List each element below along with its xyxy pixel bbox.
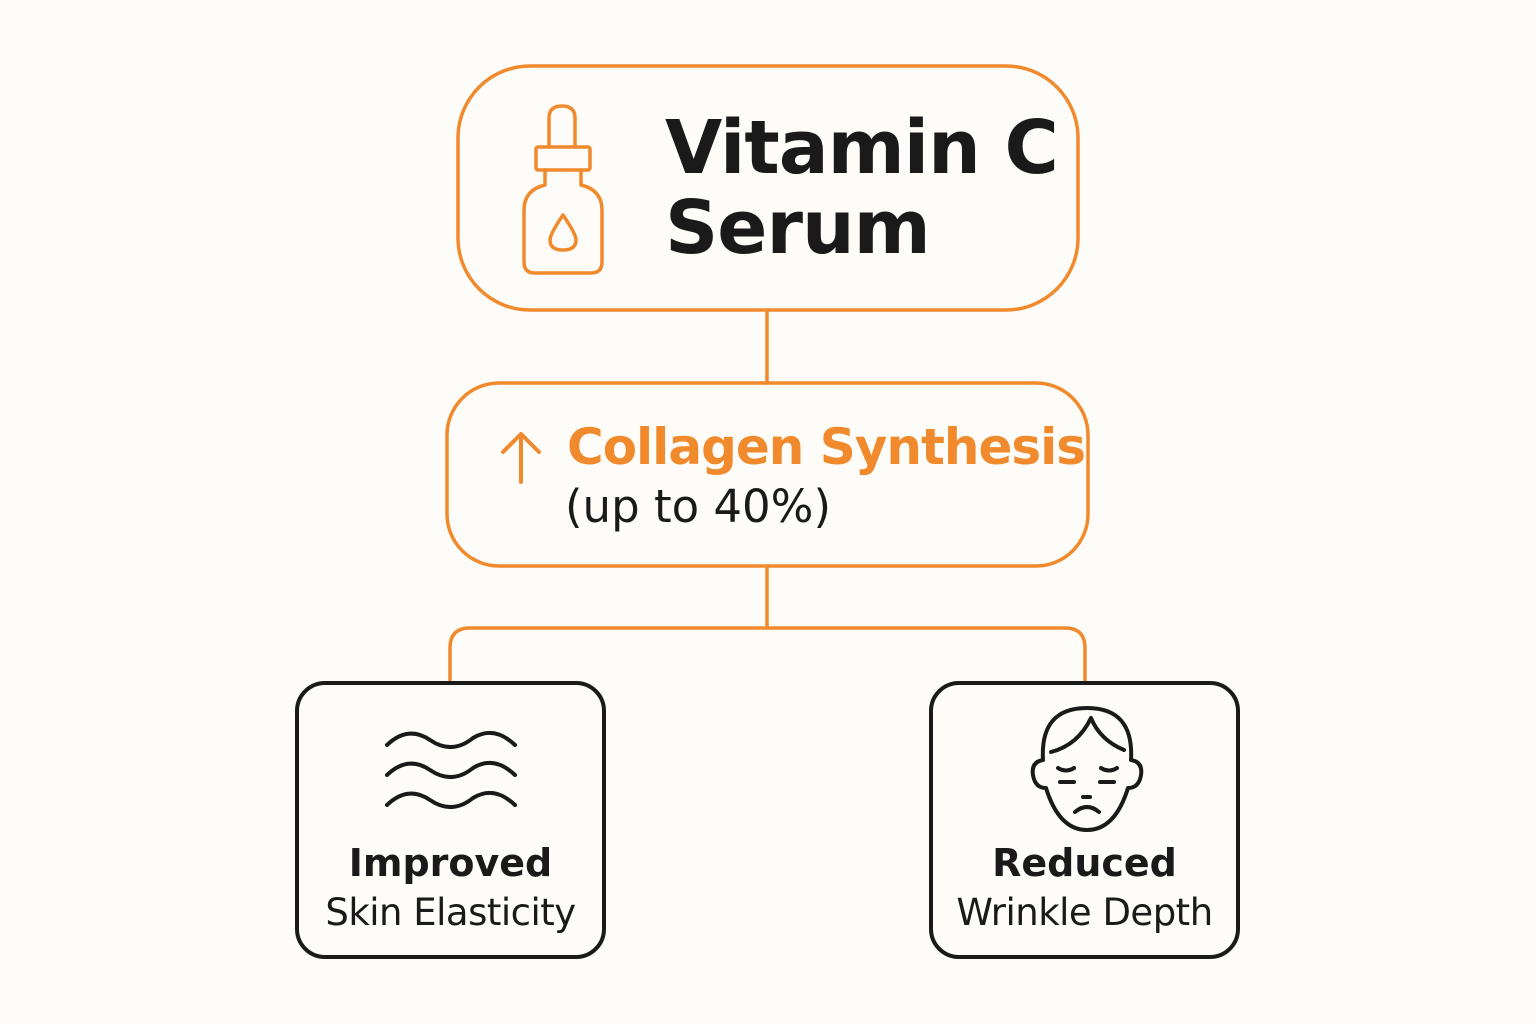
waves-icon [385, 730, 517, 809]
middle-node-subtitle: (up to 40%) [565, 480, 832, 533]
outcome-label-elasticity: Improved Skin Elasticity [297, 838, 604, 938]
face-icon [1030, 706, 1144, 832]
outcome-line1: Improved [348, 841, 553, 885]
outcome-box-wrinkle [929, 681, 1240, 959]
outcome-label-wrinkle: Reduced Wrinkle Depth [931, 838, 1238, 938]
connector-middle-outcomes [448, 564, 1087, 682]
dropper-bottle-icon [522, 104, 604, 275]
root-title-line2: Serum [665, 185, 931, 271]
outcome-line2: Skin Elasticity [325, 891, 576, 934]
outcome-box-elasticity [295, 681, 606, 959]
outcome-line1: Reduced [992, 841, 1177, 885]
outcome-line2: Wrinkle Depth [956, 891, 1213, 934]
root-node-title: Vitamin C Serum [665, 105, 1059, 271]
root-title-line1: Vitamin C [665, 105, 1059, 191]
arrow-up-icon [501, 432, 541, 484]
middle-node-title: Collagen Synthesis [567, 418, 1086, 476]
